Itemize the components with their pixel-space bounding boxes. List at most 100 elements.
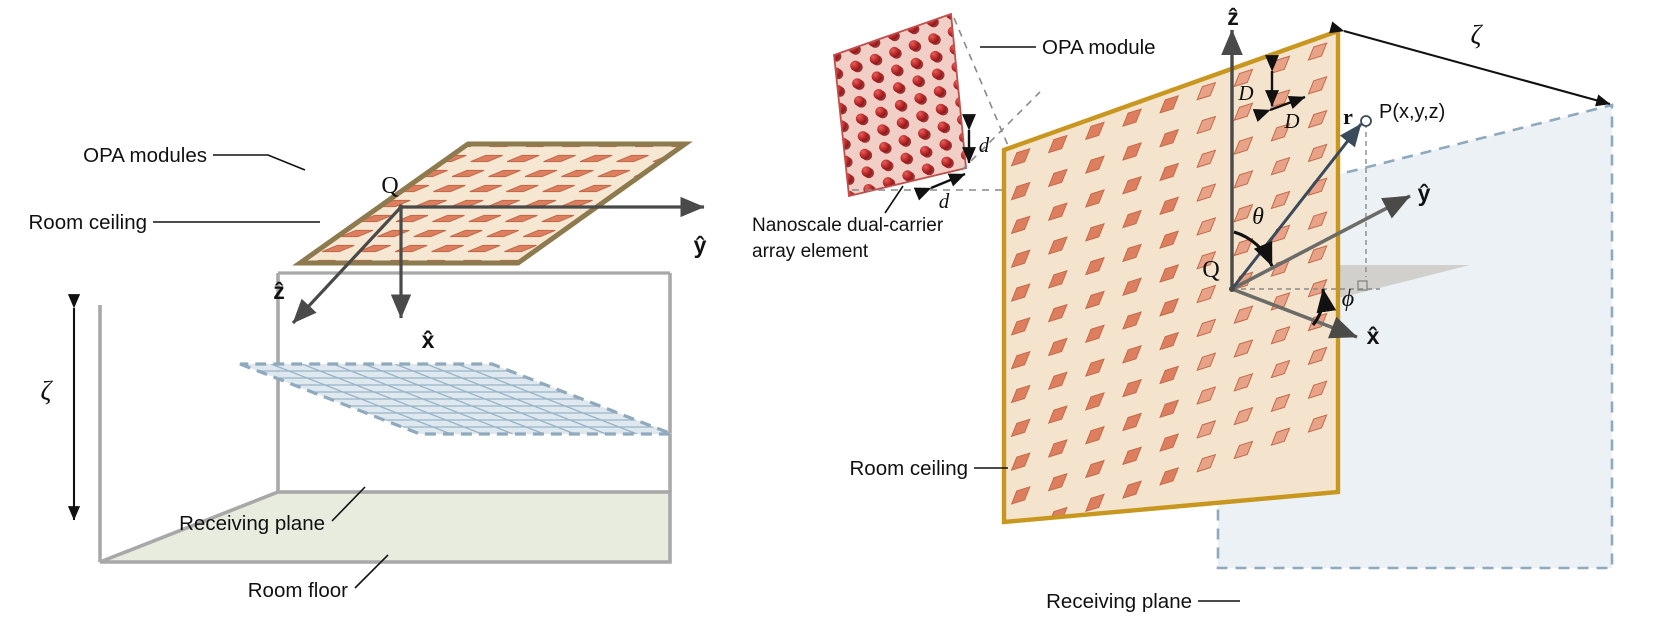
opa-module: [1159, 433, 1180, 452]
opa-module: [542, 184, 575, 193]
opa-module: [706, 200, 738, 206]
opa-module: [800, 125, 832, 131]
opa-module: [488, 169, 521, 178]
receiving-plane-outline-left: [239, 362, 673, 436]
opa-module: [1084, 459, 1105, 479]
opa-module: [1122, 480, 1142, 499]
opa-module: [689, 185, 721, 191]
opa-module: [1047, 303, 1068, 323]
opa-module: [416, 144, 449, 148]
opa-module: [1307, 380, 1328, 399]
nanoscale-array-element: [853, 95, 865, 107]
spacing-D-horizontal-label: D: [1283, 109, 1299, 133]
opa-module: [540, 275, 572, 281]
opa-module: [561, 169, 594, 178]
opa-module: [613, 244, 647, 253]
nanoscale-array-element: [921, 163, 933, 174]
opa-module: [1047, 270, 1068, 289]
opa-module: [762, 155, 794, 161]
nanoscale-array-element: [914, 92, 925, 104]
opa-module: [541, 214, 575, 223]
opa-module: [1010, 350, 1031, 370]
nanoscale-array-element: [857, 131, 869, 142]
label-room-floor-left: Room floor: [248, 579, 348, 602]
opa-module: [723, 245, 755, 251]
opa-module: [667, 259, 685, 263]
opa-module: [1010, 519, 1031, 522]
opa-module: [595, 229, 629, 238]
opa-module: [763, 125, 795, 131]
opa-module: [394, 275, 426, 281]
phi-arc: [1311, 288, 1337, 326]
opa-module: [1159, 298, 1180, 317]
nanoscale-array-element: [900, 152, 911, 164]
opa-module: [451, 169, 485, 178]
theta-arc: [1233, 230, 1274, 267]
opa-module: [1196, 284, 1217, 304]
opa-module: [616, 154, 649, 163]
opa-module: [1010, 147, 1031, 167]
opa-module: [524, 169, 558, 178]
opa-module: [1122, 378, 1142, 398]
opa-module: [1122, 311, 1142, 330]
opa-module: [690, 125, 722, 131]
nanoscale-array-element: [930, 50, 941, 62]
opa-module: [1196, 217, 1217, 236]
vector-r-label: r: [1343, 104, 1353, 129]
nanoscale-array-element: [891, 64, 902, 75]
nanoscale-array-element: [919, 145, 931, 157]
opa-module: [577, 275, 609, 281]
opa-module: [1084, 358, 1105, 377]
opa-module: [435, 125, 467, 131]
opa-module: [1122, 243, 1142, 263]
opa-module: [1010, 452, 1031, 471]
projection-guides: [1232, 123, 1380, 290]
opa-module: [1122, 446, 1142, 466]
nanoscale-array-element: [875, 106, 886, 118]
nanoscale-array-element: [931, 68, 943, 79]
nanoscale-array-element: [902, 170, 913, 181]
nanoscale-array-element: [916, 110, 927, 121]
opa-module: [799, 155, 831, 161]
opa-module: [1307, 414, 1328, 433]
opa-module: [1047, 337, 1068, 357]
opa-module: [1047, 236, 1068, 255]
opa-module: [1159, 399, 1180, 419]
opa-module: [504, 275, 536, 281]
spacing-d-horizontal-arrow: [913, 172, 966, 201]
opa-module: [1233, 203, 1254, 223]
opa-module: [304, 229, 337, 238]
nanoscale-array-element: [935, 103, 947, 115]
opa-module: [614, 214, 647, 223]
opa-module: [1159, 196, 1180, 216]
opa-module: [1010, 283, 1031, 302]
room-floor-surface: [100, 492, 670, 562]
opa-module: [340, 229, 374, 238]
opa-module: [1270, 427, 1291, 446]
opa-module: [1122, 175, 1142, 195]
leader-nanoscale-element: [884, 185, 904, 214]
opa-module: [1233, 170, 1254, 189]
theta-label: θ: [1252, 204, 1264, 230]
opa-module: [1270, 325, 1291, 345]
opa-module: [1047, 134, 1068, 154]
spacing-d-vertical-label: d: [979, 133, 990, 157]
opa-module: [1196, 420, 1217, 439]
axis-x-right: [1231, 287, 1358, 339]
opa-module: [1010, 215, 1031, 235]
vector-r-right: [1230, 123, 1363, 290]
opa-module: [1047, 472, 1068, 492]
opa-module: [469, 184, 503, 193]
opa-module: [450, 229, 483, 238]
opa-module: [1307, 76, 1328, 95]
opa-module: [1047, 168, 1068, 188]
nanoscale-array-element: [879, 141, 890, 153]
zeta-label-right: ζ: [1471, 20, 1484, 50]
opa-module: [686, 275, 718, 281]
opa-module: [413, 229, 447, 238]
opa-module: [1084, 290, 1105, 310]
opa-module: [1047, 202, 1068, 221]
point-P-marker: [1360, 115, 1372, 127]
